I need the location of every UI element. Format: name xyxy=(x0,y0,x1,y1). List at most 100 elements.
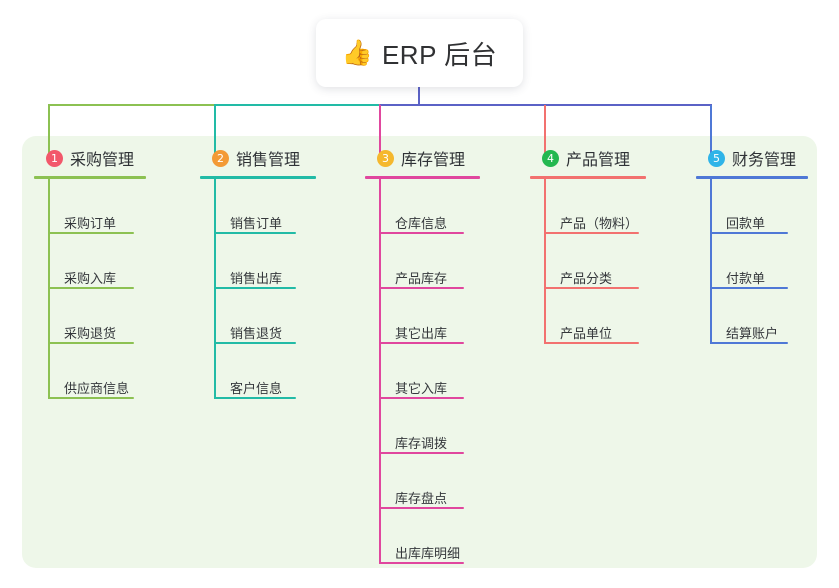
leaf-node[interactable]: 供应商信息 xyxy=(34,344,184,399)
leaf-node[interactable]: 回款单 xyxy=(696,179,836,234)
leaf-rule xyxy=(379,562,464,564)
branch-header-rule xyxy=(200,176,316,179)
branch-header-rule xyxy=(530,176,646,179)
branch-number-badge: 5 xyxy=(708,149,725,167)
branch-header-rule xyxy=(365,176,480,179)
leaf-rule xyxy=(379,232,464,234)
leaf-list: 仓库信息产品库存其它出库其它入库库存调拨库存盘点出库库明细 xyxy=(365,179,520,564)
leaf-label: 供应商信息 xyxy=(64,381,130,396)
branch-header[interactable]: 5 财务管理 xyxy=(696,146,836,170)
leaf-node[interactable]: 采购入库 xyxy=(34,234,184,289)
thumbs-up-icon: 👍 xyxy=(341,38,373,67)
branch-header[interactable]: 3 库存管理 xyxy=(365,146,520,170)
leaf-node[interactable]: 库存调拨 xyxy=(365,399,520,454)
leaf-node[interactable]: 产品分类 xyxy=(530,234,685,289)
branch-header[interactable]: 4 产品管理 xyxy=(530,146,685,170)
leaf-list: 产品（物料） 产品分类产品单位 xyxy=(530,179,685,344)
leaf-rule xyxy=(214,287,296,289)
leaf-rule xyxy=(379,397,464,399)
leaf-label: 销售退货 xyxy=(230,326,283,341)
leaf-node[interactable]: 其它出库 xyxy=(365,289,520,344)
leaf-label: 其它入库 xyxy=(395,381,448,396)
leaf-label: 采购入库 xyxy=(64,271,117,286)
leaf-node[interactable]: 销售出库 xyxy=(200,234,350,289)
leaf-list: 采购订单采购入库采购退货供应商信息 xyxy=(34,179,184,399)
leaf-rule xyxy=(48,287,134,289)
leaf-rule xyxy=(379,507,464,509)
leaf-node[interactable]: 库存盘点 xyxy=(365,454,520,509)
leaf-node[interactable]: 其它入库 xyxy=(365,344,520,399)
leaf-rule xyxy=(544,342,639,344)
branch-column: 5 财务管理回款单付款单结算账户 xyxy=(696,146,836,344)
root-title: ERP 后台 xyxy=(381,39,498,70)
branch-column: 3 库存管理仓库信息产品库存其它出库其它入库库存调拨库存盘点出库库明细 xyxy=(365,146,520,564)
branch-title: 采购管理 xyxy=(70,152,135,169)
branch-title: 销售管理 xyxy=(236,152,301,169)
leaf-rule xyxy=(710,342,788,344)
leaf-node[interactable]: 结算账户 xyxy=(696,289,836,344)
branch-spine xyxy=(710,179,712,344)
leaf-label: 采购订单 xyxy=(64,216,117,231)
leaf-node[interactable]: 采购退货 xyxy=(34,289,184,344)
leaf-label: 采购退货 xyxy=(64,326,117,341)
leaf-rule xyxy=(48,397,134,399)
branch-column: 1 采购管理采购订单采购入库采购退货供应商信息 xyxy=(34,146,184,399)
leaf-node[interactable]: 产品库存 xyxy=(365,234,520,289)
leaf-node[interactable]: 销售订单 xyxy=(200,179,350,234)
leaf-label: 销售出库 xyxy=(230,271,283,286)
leaf-rule xyxy=(544,287,639,289)
leaf-label: 产品分类 xyxy=(560,271,613,286)
root-node[interactable]: 👍 ERP 后台 xyxy=(316,19,523,87)
branch-title: 产品管理 xyxy=(566,152,631,169)
leaf-label: 回款单 xyxy=(726,216,766,231)
leaf-rule xyxy=(710,287,788,289)
leaf-list: 回款单付款单结算账户 xyxy=(696,179,836,344)
branch-spine xyxy=(48,179,50,399)
leaf-label: 销售订单 xyxy=(230,216,283,231)
leaf-rule xyxy=(379,342,464,344)
leaf-node[interactable]: 产品（物料） xyxy=(530,179,685,234)
branch-spine xyxy=(544,179,546,344)
leaf-rule xyxy=(379,452,464,454)
branch-number-badge: 4 xyxy=(542,149,559,167)
branch-number-badge: 1 xyxy=(46,149,63,167)
leaf-label: 产品单位 xyxy=(560,326,613,341)
leaf-rule xyxy=(48,342,134,344)
leaf-node[interactable]: 客户信息 xyxy=(200,344,350,399)
leaf-rule xyxy=(379,287,464,289)
leaf-list: 销售订单销售出库销售退货客户信息 xyxy=(200,179,350,399)
leaf-label: 出库库明细 xyxy=(395,546,461,561)
leaf-rule xyxy=(544,232,639,234)
leaf-label: 结算账户 xyxy=(726,326,779,341)
branch-column: 4 产品管理产品（物料） 产品分类产品单位 xyxy=(530,146,685,344)
leaf-label: 仓库信息 xyxy=(395,216,448,231)
leaf-node[interactable]: 采购订单 xyxy=(34,179,184,234)
leaf-node[interactable]: 付款单 xyxy=(696,234,836,289)
branch-title: 财务管理 xyxy=(732,152,797,169)
leaf-label: 产品（物料） xyxy=(560,216,639,231)
leaf-node[interactable]: 销售退货 xyxy=(200,289,350,344)
leaf-label: 产品库存 xyxy=(395,271,448,286)
branch-title: 库存管理 xyxy=(401,152,466,169)
leaf-rule xyxy=(710,232,788,234)
branch-spine xyxy=(214,179,216,399)
leaf-rule xyxy=(214,397,296,399)
leaf-label: 付款单 xyxy=(726,271,766,286)
branch-header[interactable]: 1 采购管理 xyxy=(34,146,184,170)
branch-spine xyxy=(379,179,381,564)
leaf-node[interactable]: 仓库信息 xyxy=(365,179,520,234)
leaf-label: 其它出库 xyxy=(395,326,448,341)
branch-column: 2 销售管理销售订单销售出库销售退货客户信息 xyxy=(200,146,350,399)
leaf-label: 库存调拨 xyxy=(395,436,448,451)
branch-header[interactable]: 2 销售管理 xyxy=(200,146,350,170)
leaf-node[interactable]: 出库库明细 xyxy=(365,509,520,564)
branch-header-rule xyxy=(696,176,808,179)
leaf-rule xyxy=(214,342,296,344)
branch-number-badge: 3 xyxy=(377,149,394,167)
branch-number-badge: 2 xyxy=(212,149,229,167)
branch-header-rule xyxy=(34,176,146,179)
leaf-node[interactable]: 产品单位 xyxy=(530,289,685,344)
leaf-rule xyxy=(214,232,296,234)
leaf-label: 库存盘点 xyxy=(395,491,448,506)
